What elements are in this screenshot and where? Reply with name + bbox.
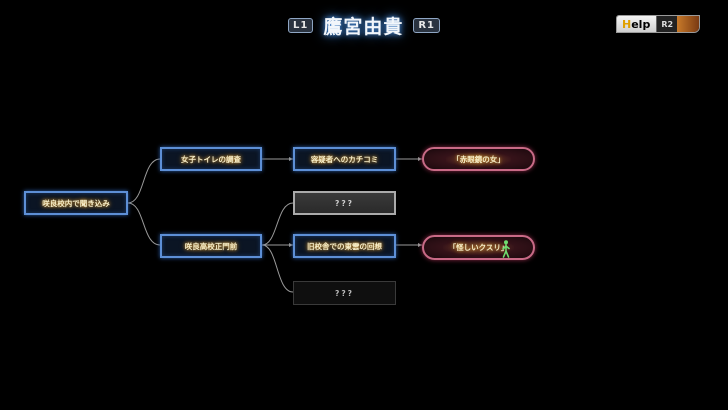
node-branch-upper-label: 女子トイレの調査 xyxy=(181,154,241,164)
node-upper-result-label: 「赤眼鏡の女」 xyxy=(446,151,511,167)
r2-key-label: R2 xyxy=(656,16,678,32)
connector-lower-unknown-top xyxy=(261,202,294,246)
l1-button[interactable]: L1 xyxy=(287,17,314,33)
node-lower-unknown-bottom[interactable]: ??? xyxy=(293,281,396,305)
character-name-title: 鷹宮由貴 xyxy=(323,15,404,38)
character-header: L1 鷹宮由貴 R1 xyxy=(0,10,728,40)
help-decoration xyxy=(677,16,699,32)
node-root[interactable]: 咲良校内で聞き込み xyxy=(24,191,128,215)
node-lower-unknown-top-label: ??? xyxy=(334,198,355,208)
arrowhead-next-result xyxy=(418,157,422,161)
node-branch-lower-label: 咲良高校正門前 xyxy=(184,241,238,251)
connector-root-upper xyxy=(127,158,161,204)
arrowhead-lower-middle xyxy=(289,243,293,247)
help-label-rest: elp xyxy=(631,17,651,31)
node-lower-result-label: 「怪しいクスリ」 xyxy=(442,240,515,255)
node-lower-unknown-bottom-label: ??? xyxy=(334,288,355,298)
connector-lower-unknown-bottom xyxy=(261,244,294,293)
node-branch-lower[interactable]: 咲良高校正門前 xyxy=(160,234,262,258)
arrowhead-middle-result xyxy=(418,243,422,247)
walking-person-icon xyxy=(502,240,510,258)
node-upper-result[interactable]: 「赤眼鏡の女」 xyxy=(422,147,535,171)
node-lower-middle[interactable]: 旧校舎での東雲の回想 xyxy=(293,234,396,258)
node-upper-next[interactable]: 容疑者へのカチコミ xyxy=(293,147,396,171)
node-branch-upper[interactable]: 女子トイレの調査 xyxy=(160,147,262,171)
r1-button[interactable]: R1 xyxy=(413,17,441,33)
node-lower-middle-label: 旧校舎での東雲の回想 xyxy=(307,241,382,251)
arrowhead-upper-next xyxy=(289,157,293,161)
node-lower-unknown-top[interactable]: ??? xyxy=(293,191,396,215)
help-label-first-letter: H xyxy=(622,17,632,31)
node-upper-next-label: 容疑者へのカチコミ xyxy=(310,154,379,164)
connector-root-lower xyxy=(127,202,161,246)
node-lower-result[interactable]: 「怪しいクスリ」 xyxy=(422,235,535,260)
node-root-label: 咲良校内で聞き込み xyxy=(42,198,110,208)
